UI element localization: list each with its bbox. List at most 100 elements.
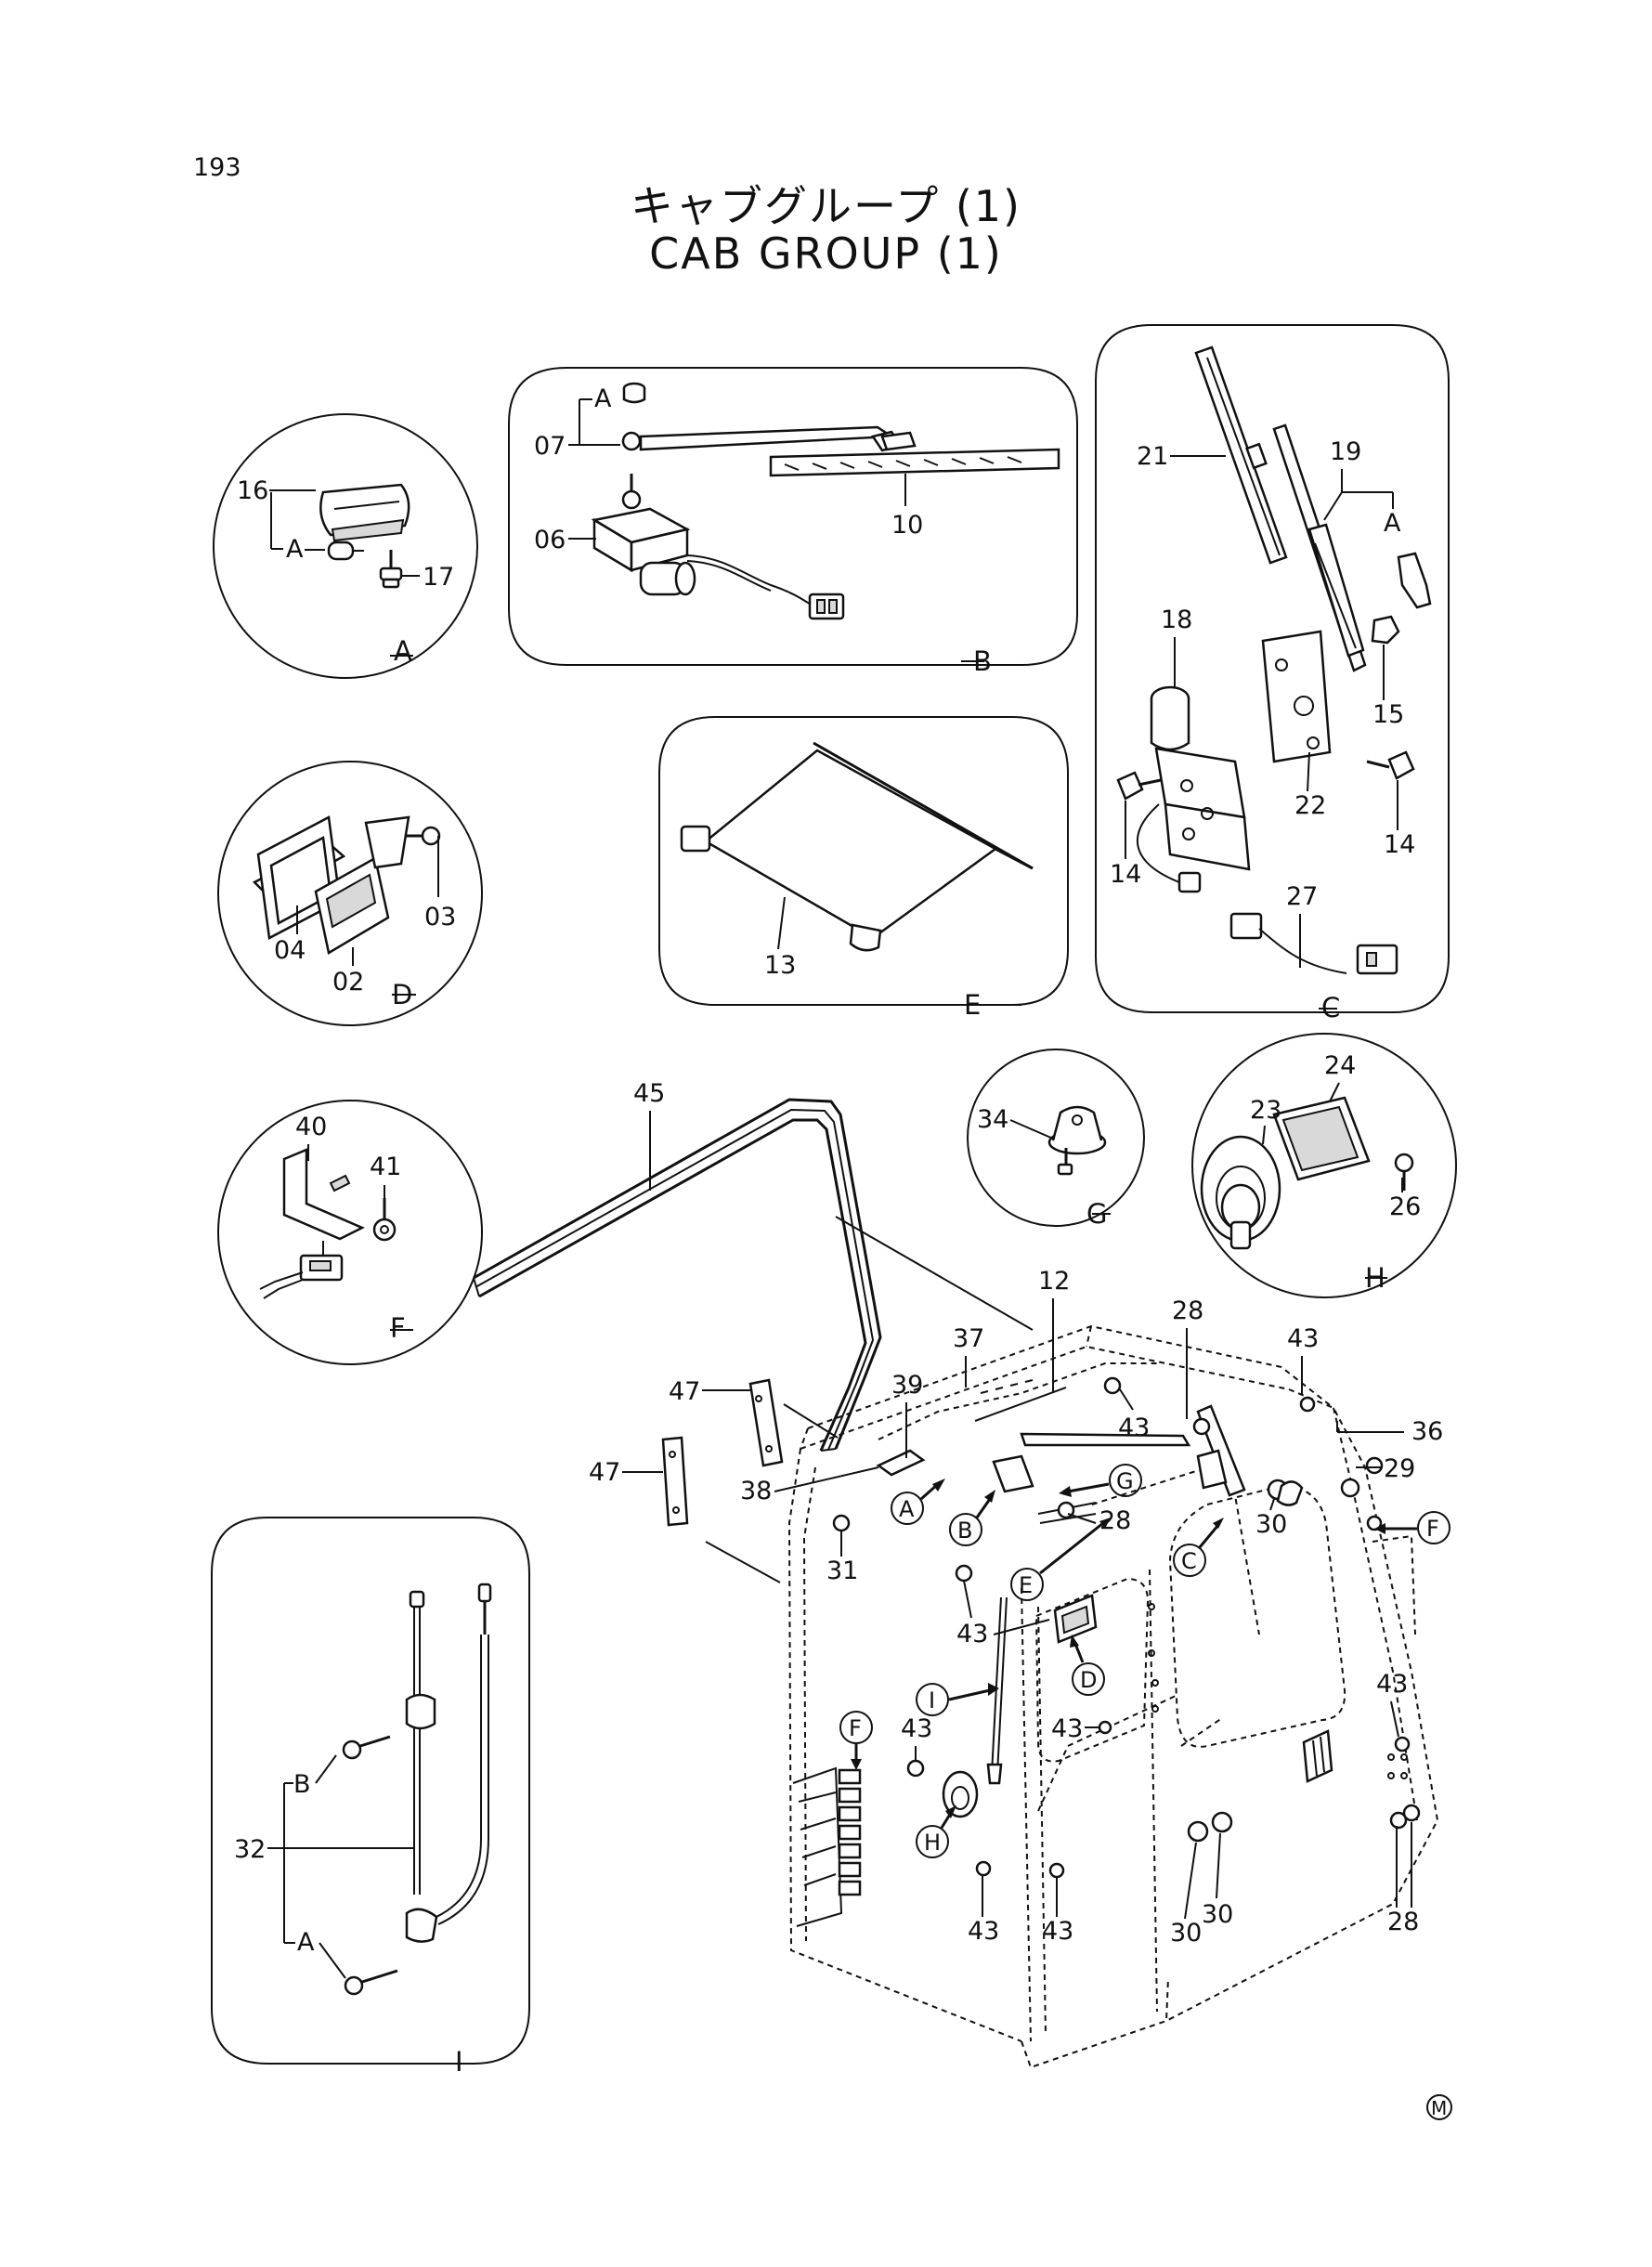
dome-lamp-part xyxy=(319,483,410,542)
part-label: 43 xyxy=(1376,1670,1408,1699)
bracket-part xyxy=(282,1148,365,1241)
connector-part xyxy=(259,1241,344,1299)
antenna-base-part xyxy=(1047,1105,1107,1176)
ref-letter: A xyxy=(1384,509,1401,538)
part-label: 22 xyxy=(1294,791,1326,820)
bolt-part xyxy=(1366,750,1415,780)
part-label: 17 xyxy=(423,563,454,592)
part-label: 37 xyxy=(953,1324,984,1353)
callout-e: E xyxy=(1010,1518,1111,1601)
callout-letter: E xyxy=(1019,1572,1033,1598)
detail-f: 40 41 F xyxy=(217,1100,483,1365)
detail-letter: G xyxy=(1086,1198,1107,1230)
bolt-part xyxy=(1116,771,1162,801)
bulb-part xyxy=(327,541,364,561)
part-label: 18 xyxy=(1161,606,1192,634)
part-label: 24 xyxy=(1324,1051,1356,1080)
part-label: 31 xyxy=(826,1557,858,1585)
callout-letter: G xyxy=(1116,1468,1134,1494)
detail-letter: F xyxy=(390,1312,406,1344)
handle-part xyxy=(314,815,410,955)
detail-letter: B xyxy=(973,645,992,677)
trim-strip-part xyxy=(661,1436,689,1527)
callout-h: H xyxy=(916,1805,956,1858)
antenna-cable-part xyxy=(405,1590,438,1943)
part-label: 36 xyxy=(1411,1417,1443,1446)
page-title-japanese: キャブグループ (1) xyxy=(630,181,1022,231)
detail-d: 03 04 02 D xyxy=(217,761,483,1026)
part-label: 10 xyxy=(891,511,923,540)
speaker-part xyxy=(1200,1135,1281,1250)
screw-part xyxy=(342,1735,391,1760)
page-title-english: CAB GROUP (1) xyxy=(649,228,1003,279)
cab-main-assembly: 45 47 47 xyxy=(473,1079,1443,2069)
callout-letter: I xyxy=(929,1687,935,1713)
part-label: 28 xyxy=(1172,1296,1203,1325)
part-label: 14 xyxy=(1110,860,1141,889)
bolt-part xyxy=(372,1198,397,1242)
bracket-part xyxy=(1261,630,1332,763)
part-label: 03 xyxy=(424,903,456,932)
door-handle-part xyxy=(1053,1594,1098,1644)
part-label: 45 xyxy=(633,1079,665,1108)
part-label: 43 xyxy=(1042,1917,1073,1946)
callout-c: C xyxy=(1173,1518,1224,1577)
detail-a: 16 A 17 A xyxy=(213,413,478,679)
detail-g: 34 G xyxy=(967,1049,1145,1230)
detail-i: B 32 A I xyxy=(211,1517,530,2078)
detail-letter: C xyxy=(1321,992,1340,1023)
part-label: 43 xyxy=(901,1714,932,1743)
part-label: 19 xyxy=(1330,437,1361,466)
part-label: 26 xyxy=(1389,1192,1421,1221)
callout-letter: D xyxy=(1080,1667,1097,1693)
part-label: 13 xyxy=(764,951,796,980)
part-label: 43 xyxy=(956,1620,988,1648)
part-label: 30 xyxy=(1255,1510,1287,1539)
part-label: 39 xyxy=(891,1371,923,1400)
callout-letter: B xyxy=(957,1518,972,1544)
part-label: 04 xyxy=(274,936,306,965)
wiper-arm-part xyxy=(1272,423,1367,672)
antenna-wire-part xyxy=(436,1583,492,1925)
screw-part xyxy=(407,826,441,846)
part-label: 43 xyxy=(1051,1714,1083,1743)
m-mark: M xyxy=(1426,2094,1452,2120)
callout-i: I xyxy=(916,1683,999,1716)
m-mark-letter: M xyxy=(1431,2097,1447,2119)
detail-c: 21 19 A 18 15 22 14 14 27 C xyxy=(1095,324,1450,1023)
detail-b: 07 A 06 10 B xyxy=(508,367,1078,677)
callout-g: G xyxy=(1059,1464,1142,1497)
callout-a: A xyxy=(891,1479,945,1525)
wiper-arm-part xyxy=(621,425,904,452)
cap-part xyxy=(1397,552,1432,609)
part-label: 28 xyxy=(1387,1908,1419,1936)
part-label: 29 xyxy=(1384,1454,1415,1483)
part-label: 38 xyxy=(740,1477,772,1505)
speaker-cover-part xyxy=(1272,1096,1371,1181)
detail-letter: H xyxy=(1365,1262,1385,1294)
screw-part xyxy=(379,550,403,589)
part-label: 47 xyxy=(669,1377,700,1406)
page-number: 193 xyxy=(193,153,241,182)
ref-letter: A xyxy=(594,384,612,413)
part-label: 43 xyxy=(1118,1414,1150,1442)
switch-panel-part xyxy=(792,1766,862,1927)
cap-part xyxy=(622,382,646,404)
screw-part xyxy=(344,1969,398,1996)
part-label: 14 xyxy=(1384,830,1415,859)
part-label: 47 xyxy=(589,1458,620,1487)
callout-b: B xyxy=(949,1490,995,1546)
part-label: 43 xyxy=(1287,1324,1319,1353)
part-label: 16 xyxy=(237,476,268,505)
part-label: 41 xyxy=(370,1153,401,1181)
part-label: 06 xyxy=(534,526,566,554)
frame-part xyxy=(252,815,346,940)
trim-strip-part xyxy=(748,1378,784,1467)
ref-letter: A xyxy=(286,535,304,564)
sunshade-roller-part xyxy=(680,741,1034,952)
part-label: 07 xyxy=(534,432,566,461)
part-label: 43 xyxy=(968,1917,999,1946)
part-label: 30 xyxy=(1202,1900,1233,1929)
part-label: 23 xyxy=(1250,1096,1281,1125)
